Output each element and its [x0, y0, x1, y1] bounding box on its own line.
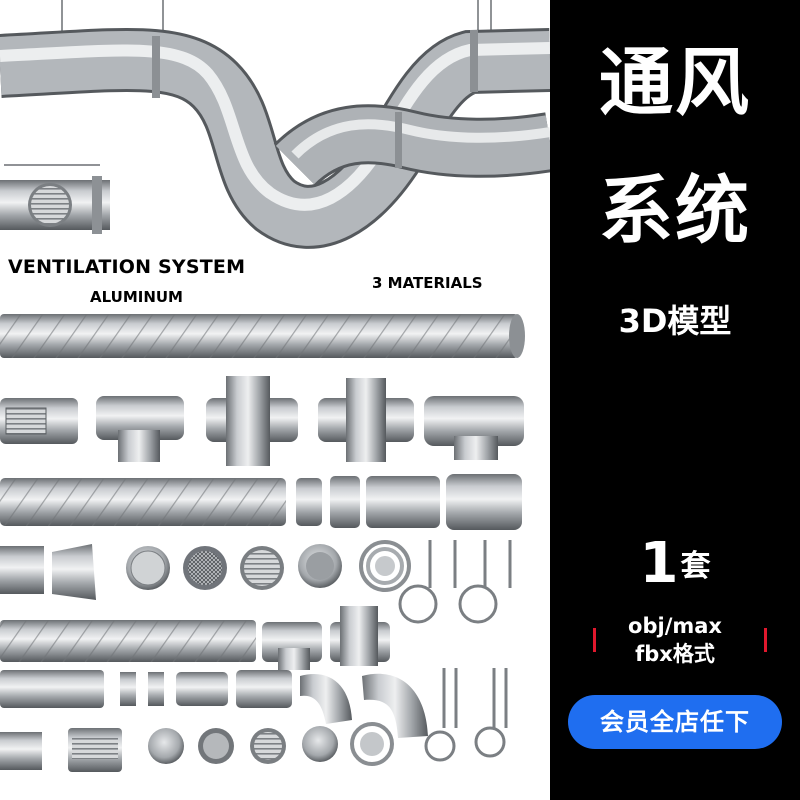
spiral-duct-3 — [0, 606, 390, 670]
product-illustration-panel: VENTILATION SYSTEM ALUMINUM 3 MATERIALS — [0, 0, 550, 800]
spiral-duct-1 — [0, 314, 525, 358]
subheading-3d-model: 3D模型 — [618, 302, 732, 340]
hanger-rings — [398, 540, 512, 624]
accent-tick-right — [764, 628, 767, 652]
material-label: ALUMINUM — [90, 288, 183, 306]
set-unit: 套 — [680, 549, 711, 584]
formats-line-2: fbx格式 — [635, 642, 715, 666]
fittings-row-2 — [0, 670, 428, 738]
heading-line-1: 通风 — [599, 40, 751, 126]
product-title-en: VENTILATION SYSTEM — [8, 256, 246, 278]
discs-row-1 — [0, 540, 411, 600]
fittings-row-1 — [0, 376, 524, 466]
duct-clamps — [152, 30, 478, 168]
heading-line-2: 系统 — [599, 168, 751, 254]
promo-button[interactable]: 会员全店任下 — [568, 695, 782, 749]
formats-line-1: obj/max — [628, 614, 722, 638]
spiral-duct-2 — [0, 474, 522, 530]
accent-tick-left — [593, 628, 596, 652]
materials-count-label: 3 MATERIALS — [372, 274, 483, 292]
info-sidebar: 通风 系统 3D模型 1套 obj/max fbx格式 — [550, 0, 800, 800]
set-number: 1 — [639, 531, 679, 596]
ventilation-parts-illustration — [0, 0, 550, 772]
hanger-rings-2 — [424, 668, 508, 762]
grille-duct — [0, 176, 110, 234]
set-count: 1套 — [550, 534, 800, 597]
discs-row-2 — [0, 722, 394, 772]
